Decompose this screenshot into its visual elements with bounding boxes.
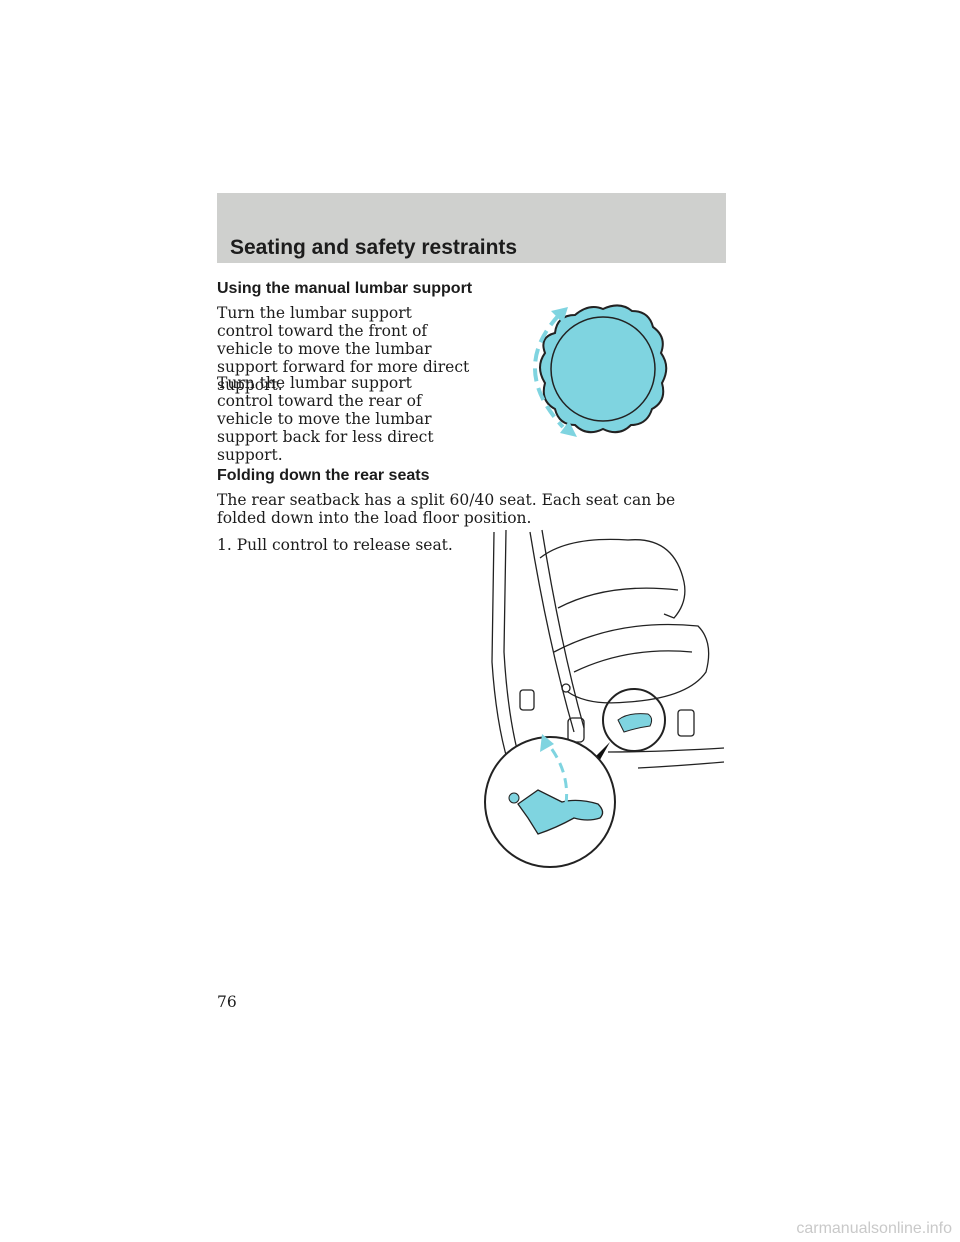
lumbar-knob-face <box>550 316 656 422</box>
lumbar-forward-paragraph: Turn the lumbar support control toward t… <box>217 304 470 394</box>
pull-arrow-dashed <box>546 743 569 805</box>
lever-pivot <box>508 792 520 804</box>
lumbar-support-heading: Using the manual lumbar support <box>217 280 473 297</box>
lever-callout-small <box>602 688 666 752</box>
page-section-title: Seating and safety restraints <box>230 236 518 259</box>
seat-belt-strap <box>529 531 575 733</box>
seatback-split-paragraph: The rear seatback has a split 60/40 seat… <box>217 491 676 527</box>
floor-line <box>607 747 725 753</box>
header-band <box>217 193 726 263</box>
lumbar-back-paragraph: Turn the lumbar support control toward t… <box>217 374 434 464</box>
footer-watermark: carmanualsonline.info <box>796 1220 952 1237</box>
pull-arrow-head-icon <box>540 734 554 752</box>
page-number: 76 <box>217 993 237 1011</box>
seat-latch-right <box>677 709 695 737</box>
floor-line-2 <box>637 761 725 769</box>
rotation-arrow-dashed <box>533 313 565 429</box>
seatback-outline <box>539 538 686 619</box>
fold-rear-seats-heading: Folding down the rear seats <box>217 467 430 484</box>
door-pillar-line-2 <box>503 529 523 769</box>
seat-belt-strap-2 <box>541 529 585 729</box>
lumbar-knob-diagram <box>533 304 668 437</box>
arrow-head-bottom-icon <box>560 421 577 437</box>
release-lever-large <box>517 789 604 835</box>
step-1-text: 1. Pull control to release seat. <box>217 536 453 554</box>
door-pillar-line <box>491 531 509 763</box>
seat-stitching-2 <box>557 587 679 609</box>
release-lever-small <box>617 713 653 733</box>
arrow-head-top-icon <box>551 307 568 323</box>
seat-bolt <box>561 683 571 693</box>
seat-anchor-bracket <box>519 689 535 711</box>
seat-stitching <box>573 650 693 673</box>
rear-seat-release-lever-diagram <box>484 529 725 868</box>
seat-cushion-outline <box>553 623 710 704</box>
